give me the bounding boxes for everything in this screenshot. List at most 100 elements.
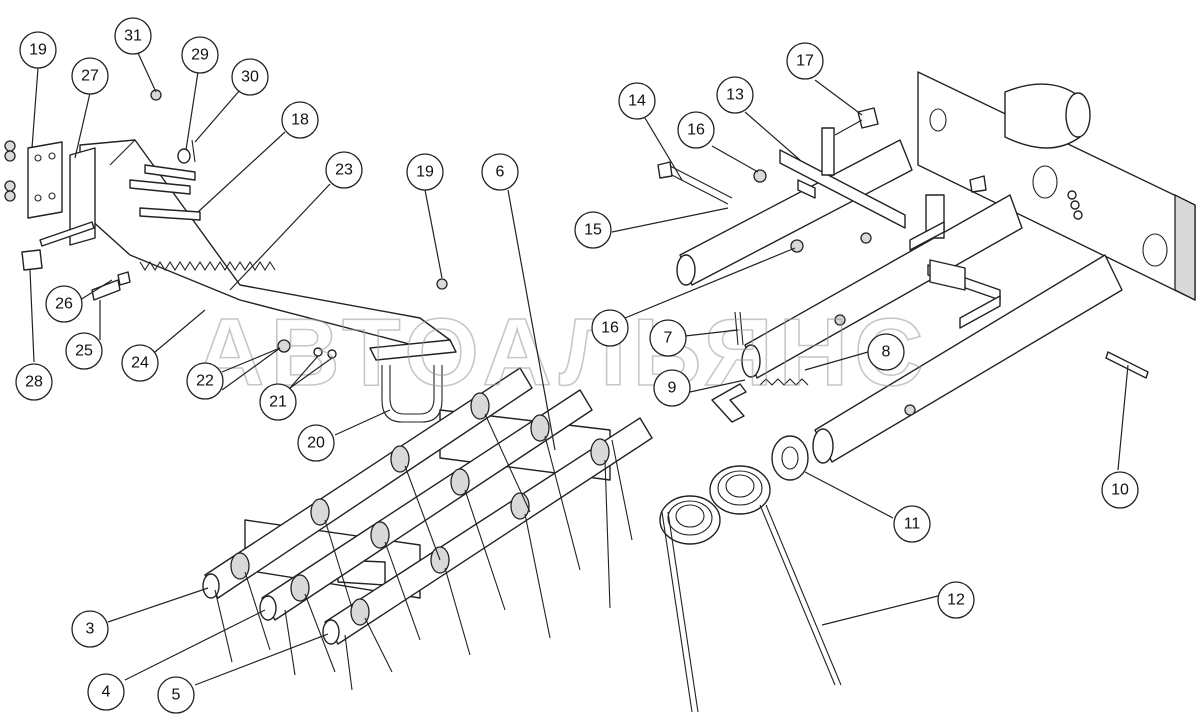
handle-9 [711,383,747,423]
callout-18: 18 [281,101,319,139]
svg-text:29: 29 [191,47,209,64]
svg-text:26: 26 [55,296,73,313]
svg-text:23: 23 [335,162,353,179]
svg-text:18: 18 [291,112,309,129]
callout-16-top: 16 [677,111,715,149]
callout-12: 12 [937,581,975,619]
svg-text:19: 19 [29,42,47,59]
svg-text:3: 3 [86,621,95,638]
nuts-19 [4,140,16,202]
nut-19b [436,278,448,290]
svg-text:28: 28 [25,374,43,391]
coil-spring-tine-12 [659,465,842,713]
u-bolt-20 [369,339,457,423]
svg-text:27: 27 [81,68,99,85]
watermark: АВТОАЛЬЯНС [195,299,929,406]
callout-20: 20 [297,424,335,462]
svg-text:15: 15 [584,222,602,239]
tine-bar-5 [322,417,653,645]
svg-text:20: 20 [307,435,325,452]
callout-26: 26 [45,285,83,323]
callout-13: 13 [716,76,754,114]
callout-9: 9 [653,369,691,407]
nut-16b [790,239,804,253]
frame-mount-plate [917,71,1196,302]
svg-text:8: 8 [882,344,891,361]
nut-small-1 [860,232,872,244]
callout-31: 31 [114,17,152,55]
svg-text:31: 31 [124,28,142,45]
svg-text:24: 24 [131,355,149,372]
svg-text:22: 22 [196,373,214,390]
nut-31 [150,89,162,101]
callout-27: 27 [71,57,109,95]
spring-8 [759,378,809,386]
washer-29 [177,148,191,164]
callout-3: 3 [71,610,109,648]
callout-4: 4 [87,673,125,711]
leader-lines [29,52,1129,686]
callout-6: 6 [481,153,519,191]
pin-28 [39,221,95,247]
svg-text:14: 14 [628,93,646,110]
nut-small-2 [834,314,846,326]
tines [214,413,633,691]
svg-text:25: 25 [75,343,93,360]
callout-22: 22 [186,362,224,400]
svg-text:9: 9 [668,380,677,397]
pin-30 [191,139,196,163]
svg-text:17: 17 [796,53,814,70]
svg-text:6: 6 [496,164,505,181]
callout-7: 7 [649,319,687,357]
callout-17: 17 [786,42,824,80]
svg-text:21: 21 [269,394,287,411]
tine-bar-4 [259,389,593,621]
svg-text:5: 5 [172,687,181,704]
callout-19-top: 19 [19,31,57,69]
svg-text:30: 30 [241,69,259,86]
bolt-25-26 [91,271,131,301]
callout-21: 21 [259,383,297,421]
nut-16 [753,169,767,183]
plate-27 [27,141,63,219]
callout-19-mid: 19 [406,153,444,191]
bolt-small [969,175,987,193]
callout-8: 8 [867,333,905,371]
tube-lower [812,254,1123,464]
svg-text:11: 11 [904,516,921,533]
svg-text:16: 16 [687,122,705,139]
callout-28: 28 [15,363,53,401]
washer-28 [21,249,43,271]
bracket-13 [779,127,906,229]
svg-text:10: 10 [1111,482,1129,499]
callout-25: 25 [65,332,103,370]
svg-text:16: 16 [601,320,619,337]
callout-10: 10 [1101,471,1139,509]
svg-text:4: 4 [102,684,111,701]
callout-29: 29 [181,36,219,74]
nut-22 [277,339,291,353]
callout-23: 23 [325,151,363,189]
svg-text:12: 12 [947,592,965,609]
callout-11: 11 [893,505,931,543]
bolt-17 [834,107,879,136]
svg-text:19: 19 [416,164,434,181]
nut-small-3 [904,404,916,416]
callout-14: 14 [618,82,656,120]
bolt-14 [657,161,733,205]
pin-10 [1105,351,1149,379]
callout-24: 24 [121,344,159,382]
callout-30: 30 [231,58,269,96]
tube-middle [741,194,1023,379]
svg-text:7: 7 [664,330,673,347]
pin-7 [734,311,744,346]
angle-bracket-8 [909,194,1001,329]
bolt-row [1067,190,1083,220]
washer-11 [771,435,809,481]
callout-15: 15 [574,211,612,249]
svg-text:13: 13 [726,87,744,104]
callout-16-mid: 16 [591,309,629,347]
callout-5: 5 [157,676,195,714]
bolts-18 [129,164,201,221]
